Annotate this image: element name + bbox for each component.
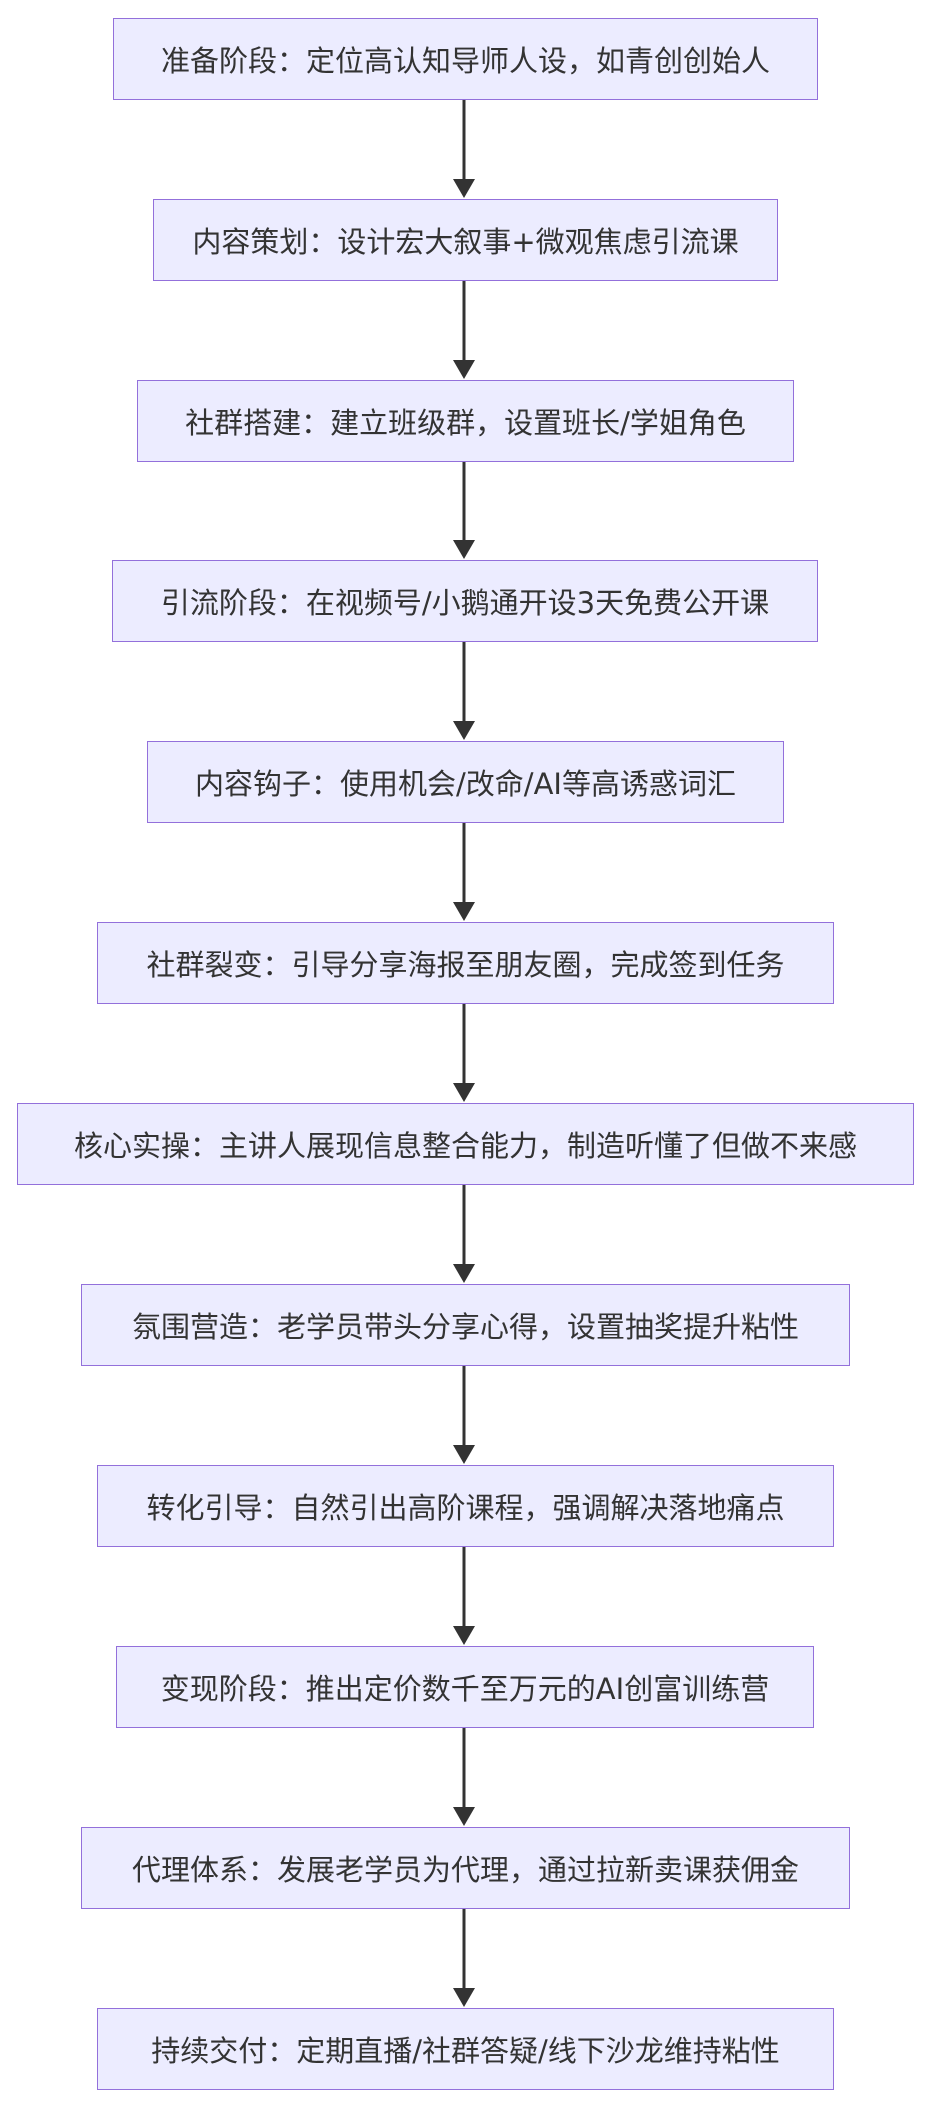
flow-node-content-hook: 内容钩子：使用机会/改命/AI等高诱惑词汇 [147,741,784,823]
arrow-head-icon [453,1626,475,1645]
flow-node-content-planning: 内容策划：设计宏大叙事+微观焦虑引流课 [153,199,778,281]
flow-node-agent-system: 代理体系：发展老学员为代理，通过拉新卖课获佣金 [81,1827,850,1909]
flow-node-core-practice: 核心实操：主讲人展现信息整合能力，制造听懂了但做不来感 [17,1103,914,1185]
arrow-head-icon [453,1264,475,1283]
flow-node-community-fission: 社群裂变：引导分享海报至朋友圈，完成签到任务 [97,922,834,1004]
flow-node-preparation: 准备阶段：定位高认知导师人设，如青创创始人 [113,18,818,100]
flow-node-monetization: 变现阶段：推出定价数千至万元的AI创富训练营 [116,1646,814,1728]
arrow-head-icon [453,721,475,740]
flow-node-community-setup: 社群搭建：建立班级群，设置班长/学姐角色 [137,380,794,462]
arrow-head-icon [453,902,475,921]
arrow-head-icon [453,1807,475,1826]
arrow-head-icon [453,1988,475,2007]
arrow-head-icon [453,540,475,559]
flow-node-atmosphere: 氛围营造：老学员带头分享心得，设置抽奖提升粘性 [81,1284,850,1366]
arrow-head-icon [453,179,475,198]
arrow-head-icon [453,1445,475,1464]
flow-node-continuous-delivery: 持续交付：定期直播/社群答疑/线下沙龙维持粘性 [97,2008,834,2090]
arrow-head-icon [453,1083,475,1102]
flow-node-conversion: 转化引导：自然引出高阶课程，强调解决落地痛点 [97,1465,834,1547]
arrow-head-icon [453,360,475,379]
flow-node-traffic-stage: 引流阶段：在视频号/小鹅通开设3天免费公开课 [112,560,818,642]
